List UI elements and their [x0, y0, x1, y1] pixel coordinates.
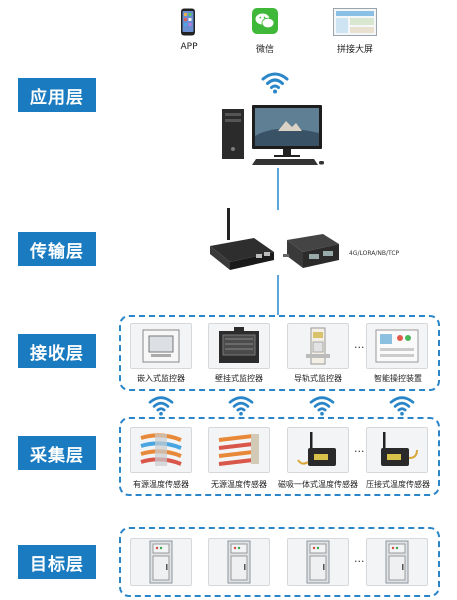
transmission-protocol-note: 4G/LORA/NB/TCP [349, 250, 400, 257]
ellipsis: ... [354, 442, 365, 455]
splice-screen-label: 拼接大屏 [336, 45, 374, 55]
wifi-icon [261, 70, 289, 98]
wechat-label: 微信 [255, 45, 275, 55]
receiving-device-card [208, 323, 270, 369]
rail-monitor-icon [306, 327, 330, 365]
wechat-icon [252, 8, 278, 34]
receiving-group: ... [119, 315, 440, 391]
receiving-layer-label: 接收层 [18, 334, 96, 368]
wifi-icon [309, 394, 335, 420]
target-device-card [208, 538, 270, 586]
smart-control-device-icon [375, 329, 419, 363]
collection-device-label: 压接式温度传感器 [366, 480, 430, 489]
collection-group: ... [119, 417, 440, 496]
collection-device-label: 有源温度传感器 [133, 480, 189, 489]
magnetic-temp-sensor-icon [297, 432, 336, 466]
collection-device-label: 无源温度传感器 [211, 480, 267, 489]
target-group: ... [119, 527, 440, 597]
receiving-device-label: 导轨式监控器 [294, 374, 342, 383]
ellipsis: ... [354, 338, 365, 351]
receiving-device-label: 壁挂式监控器 [215, 374, 263, 383]
receiving-device-card [366, 323, 428, 369]
gateway-router-icon [210, 208, 276, 274]
wall-monitor-icon [219, 327, 259, 363]
switchgear-cabinet-icon [149, 540, 173, 584]
wifi-icon [228, 394, 254, 420]
transmission-layer-label: 传输层 [18, 232, 96, 266]
wifi-icon [389, 394, 415, 420]
collection-device-label: 磁吸一体式温度传感器 [278, 480, 358, 489]
collection-device-card [366, 427, 428, 473]
collection-device-card [130, 427, 192, 473]
collection-layer-label: 采集层 [18, 436, 96, 470]
serial-device-server-icon [283, 230, 341, 272]
receiving-device-card [287, 323, 349, 369]
monitor-screen-icon [333, 8, 377, 36]
target-device-card [287, 538, 349, 586]
switchgear-cabinet-icon [385, 540, 409, 584]
target-device-card [366, 538, 428, 586]
application-layer-label: 应用层 [18, 78, 96, 112]
computer-icon [222, 103, 326, 167]
crimp-temp-sensor-icon [381, 432, 418, 466]
collection-device-card [287, 427, 349, 473]
switchgear-cabinet-icon [227, 540, 251, 584]
receiving-device-label: 智能操控装置 [374, 374, 422, 383]
wifi-icon [148, 394, 174, 420]
switchgear-cabinet-icon [306, 540, 330, 584]
target-device-card [130, 538, 192, 586]
passive-temp-sensor-icon [218, 434, 259, 466]
active-temp-sensor-icon [140, 433, 182, 466]
phone-icon [180, 8, 196, 36]
receiving-device-label: 嵌入式监控器 [137, 374, 185, 383]
ellipsis: ... [354, 552, 365, 565]
embedded-monitor-icon [142, 329, 180, 363]
app-label: APP [180, 42, 198, 52]
receiving-device-card [130, 323, 192, 369]
target-layer-label: 目标层 [18, 545, 96, 579]
connector-line [277, 168, 279, 210]
connector-line [277, 275, 279, 315]
collection-device-card [208, 427, 270, 473]
